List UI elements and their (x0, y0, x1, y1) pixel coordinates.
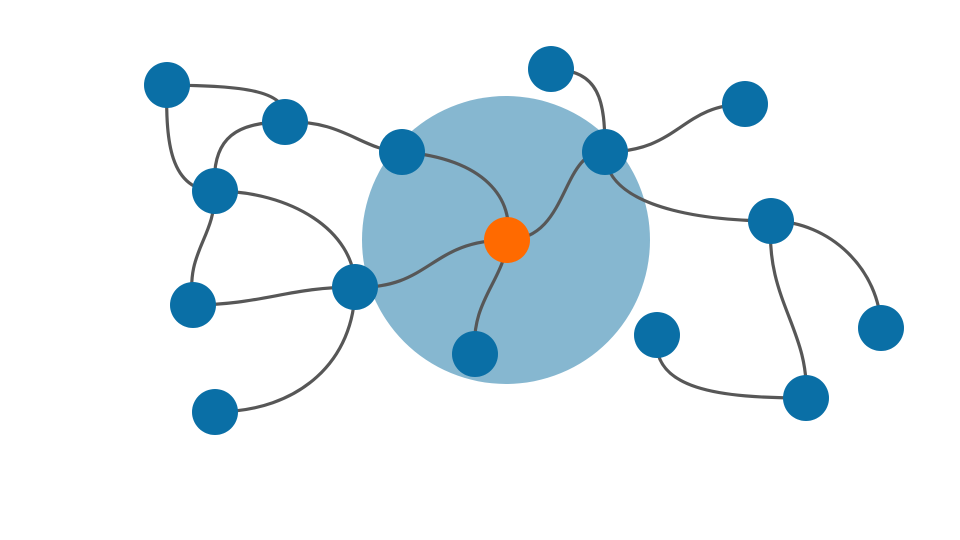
node[interactable] (192, 389, 238, 435)
edge-hub-d (353, 238, 509, 289)
edge-g-d (213, 189, 357, 289)
node[interactable] (379, 129, 425, 175)
node[interactable] (528, 46, 574, 92)
node[interactable] (170, 282, 216, 328)
node[interactable] (332, 264, 378, 310)
node[interactable] (748, 198, 794, 244)
nodes (144, 46, 904, 435)
edge-h-i (191, 285, 357, 307)
node[interactable] (858, 305, 904, 351)
node[interactable] (192, 168, 238, 214)
node[interactable] (144, 62, 190, 108)
node[interactable] (452, 331, 498, 377)
node[interactable] (783, 375, 829, 421)
hub-node[interactable] (484, 217, 530, 263)
edge-m-o (768, 219, 808, 400)
edge-i-d (213, 285, 357, 414)
node[interactable] (262, 99, 308, 145)
edge-o-p (655, 333, 808, 400)
node[interactable] (722, 81, 768, 127)
node[interactable] (582, 129, 628, 175)
node[interactable] (634, 312, 680, 358)
